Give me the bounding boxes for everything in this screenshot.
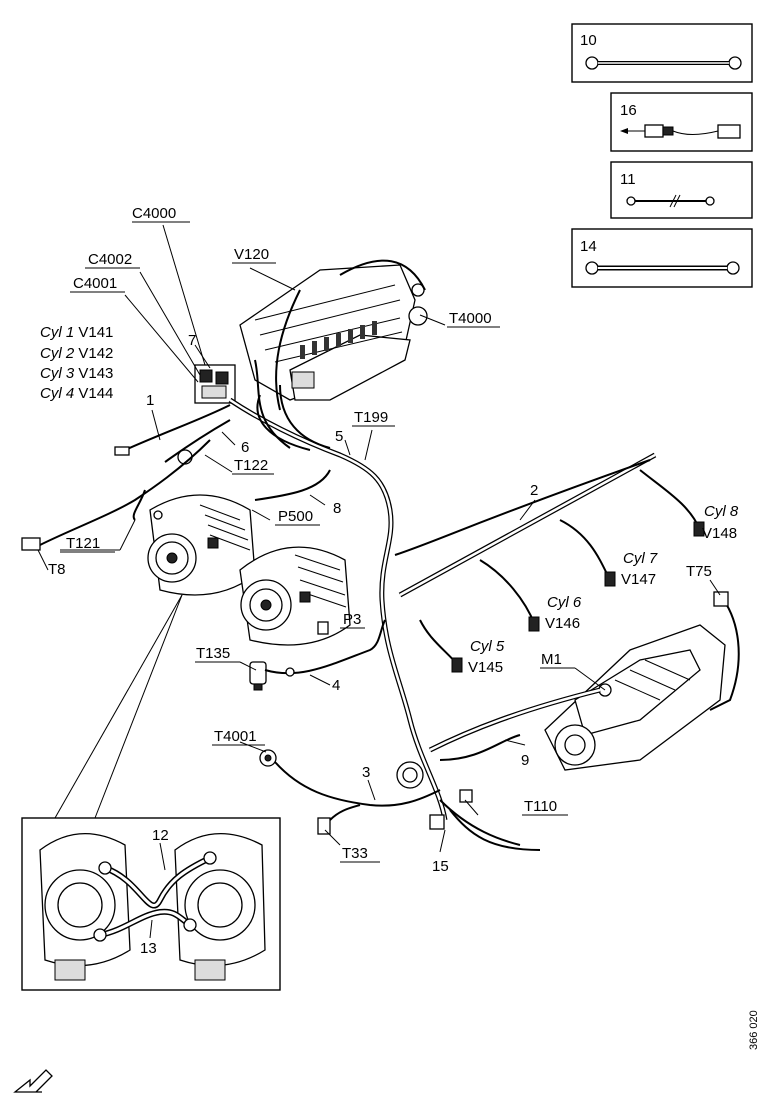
label-num-15: 15 <box>432 858 449 875</box>
inset-box-10: 10 <box>571 23 753 83</box>
label-num-6: 6 <box>241 439 249 456</box>
label-num-8: 8 <box>333 500 341 517</box>
label-underlines <box>60 221 575 863</box>
label-t122: T122 <box>234 457 268 474</box>
label-c4002: C4002 <box>88 251 132 268</box>
cyl-label-5-name: Cyl 5 <box>470 638 505 655</box>
figure-id: 366 020 <box>748 1010 760 1050</box>
label-num-2: 2 <box>530 482 538 499</box>
cyl-label-6-valve: V146 <box>545 615 580 632</box>
label-t110: T110 <box>524 798 557 815</box>
labels: C4000 C4002 C4001 V120 T4000 T199 T122 T… <box>40 205 739 957</box>
connector-block-c4000 <box>194 364 236 404</box>
label-num-3: 3 <box>362 764 370 781</box>
inset-box-14: 14 <box>571 228 753 288</box>
alternator-p500 <box>147 494 256 596</box>
label-c4001: C4001 <box>73 275 117 292</box>
label-num-9: 9 <box>521 752 529 769</box>
cyl-label-8-valve: V148 <box>702 525 737 542</box>
sensor-t135 <box>249 619 386 691</box>
label-t33: T33 <box>342 845 368 862</box>
lower-harness <box>396 687 601 851</box>
label-t4000: T4000 <box>449 310 492 327</box>
direction-arrow-icon <box>13 1069 53 1093</box>
detail-inset <box>21 817 281 991</box>
inset-box-11: 11 <box>610 161 753 219</box>
main-harness <box>21 289 448 821</box>
leader-lines <box>37 224 721 853</box>
control-module <box>239 259 428 401</box>
label-p3: P3 <box>343 611 361 628</box>
label-t121: T121 <box>66 535 100 552</box>
cyl-label-7-valve: V147 <box>621 571 656 588</box>
inset-number-16: 16 <box>620 102 637 119</box>
label-t135: T135 <box>196 645 230 662</box>
label-v120: V120 <box>234 246 269 263</box>
sensor-t4001 <box>259 749 441 835</box>
cyl-label-4: Cyl 4 V144 <box>40 385 113 402</box>
label-num-13: 13 <box>140 940 157 957</box>
label-t8: T8 <box>48 561 66 578</box>
cyl-label-6-name: Cyl 6 <box>547 594 582 611</box>
starter-motor-m1 <box>544 591 740 771</box>
cyl-label-3: Cyl 3 V143 <box>40 365 113 382</box>
inset-number-10: 10 <box>580 32 597 49</box>
cyl-label-2: Cyl 2 V142 <box>40 345 113 362</box>
cyl-label-1: Cyl 1 V141 <box>40 324 113 341</box>
label-num-7: 7 <box>188 332 196 349</box>
inset-box-16: 16 <box>610 92 753 152</box>
cyl-label-8-name: Cyl 8 <box>704 503 739 520</box>
label-t4001: T4001 <box>214 728 257 745</box>
injector-rail <box>394 452 705 673</box>
cyl-label-7-name: Cyl 7 <box>623 550 658 567</box>
label-num-5: 5 <box>335 428 343 445</box>
inset-number-11: 11 <box>620 171 636 188</box>
label-num-1: 1 <box>146 392 154 409</box>
label-c4000: C4000 <box>132 205 176 222</box>
inset-number-14: 14 <box>580 238 597 255</box>
alternator-p3 <box>239 546 351 646</box>
label-t75: T75 <box>686 563 712 580</box>
label-t199: T199 <box>354 409 388 426</box>
label-num-12: 12 <box>152 827 169 844</box>
label-num-4: 4 <box>332 677 340 694</box>
label-m1: M1 <box>541 651 562 668</box>
label-p500: P500 <box>278 508 313 525</box>
cyl-label-5-valve: V145 <box>468 659 503 676</box>
